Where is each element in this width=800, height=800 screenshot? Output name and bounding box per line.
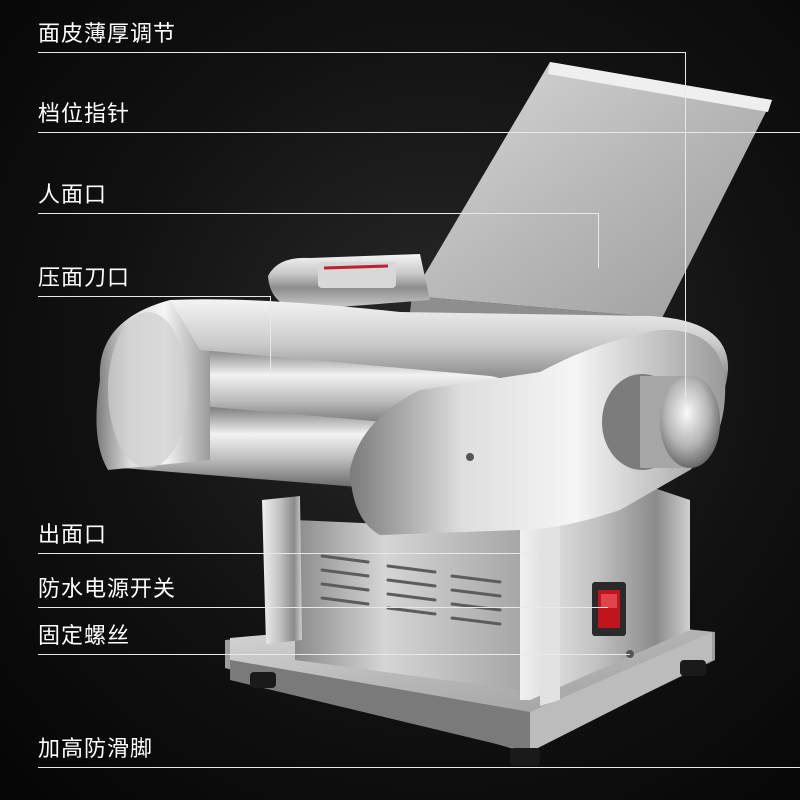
label-press-cutter: 压面刀口 (38, 266, 131, 291)
feed-tray (410, 62, 772, 335)
left-end-cap (96, 300, 210, 470)
leader-thickness-drop (685, 52, 686, 397)
label-dough-inlet: 人面口 (38, 183, 108, 208)
leader-feet (38, 767, 800, 768)
leader-screw (38, 654, 630, 655)
thickness-knob (602, 374, 720, 470)
power-switch (592, 582, 626, 636)
leader-pointer (38, 132, 800, 133)
leader-outlet (38, 553, 538, 554)
leader-press-cutter-drop (270, 296, 271, 381)
leader-switch (38, 607, 608, 608)
leader-inlet-drop (598, 213, 599, 268)
label-fixing-screw: 固定螺丝 (38, 624, 131, 649)
rear-gear-cover (268, 254, 430, 310)
leader-press-cutter (38, 296, 270, 297)
label-raised-feet: 加高防滑脚 (38, 737, 154, 762)
label-dough-outlet: 出面口 (38, 523, 108, 548)
anti-slip-feet (250, 660, 706, 766)
motor-housing (295, 520, 520, 690)
leader-inlet (38, 213, 598, 214)
label-waterproof-switch: 防水电源开关 (38, 577, 177, 602)
label-thickness-adjust: 面皮薄厚调节 (38, 22, 177, 47)
label-gear-pointer: 档位指针 (38, 102, 131, 127)
fixing-screw (626, 650, 634, 658)
leader-thickness (38, 52, 685, 53)
left-leg (262, 496, 302, 644)
